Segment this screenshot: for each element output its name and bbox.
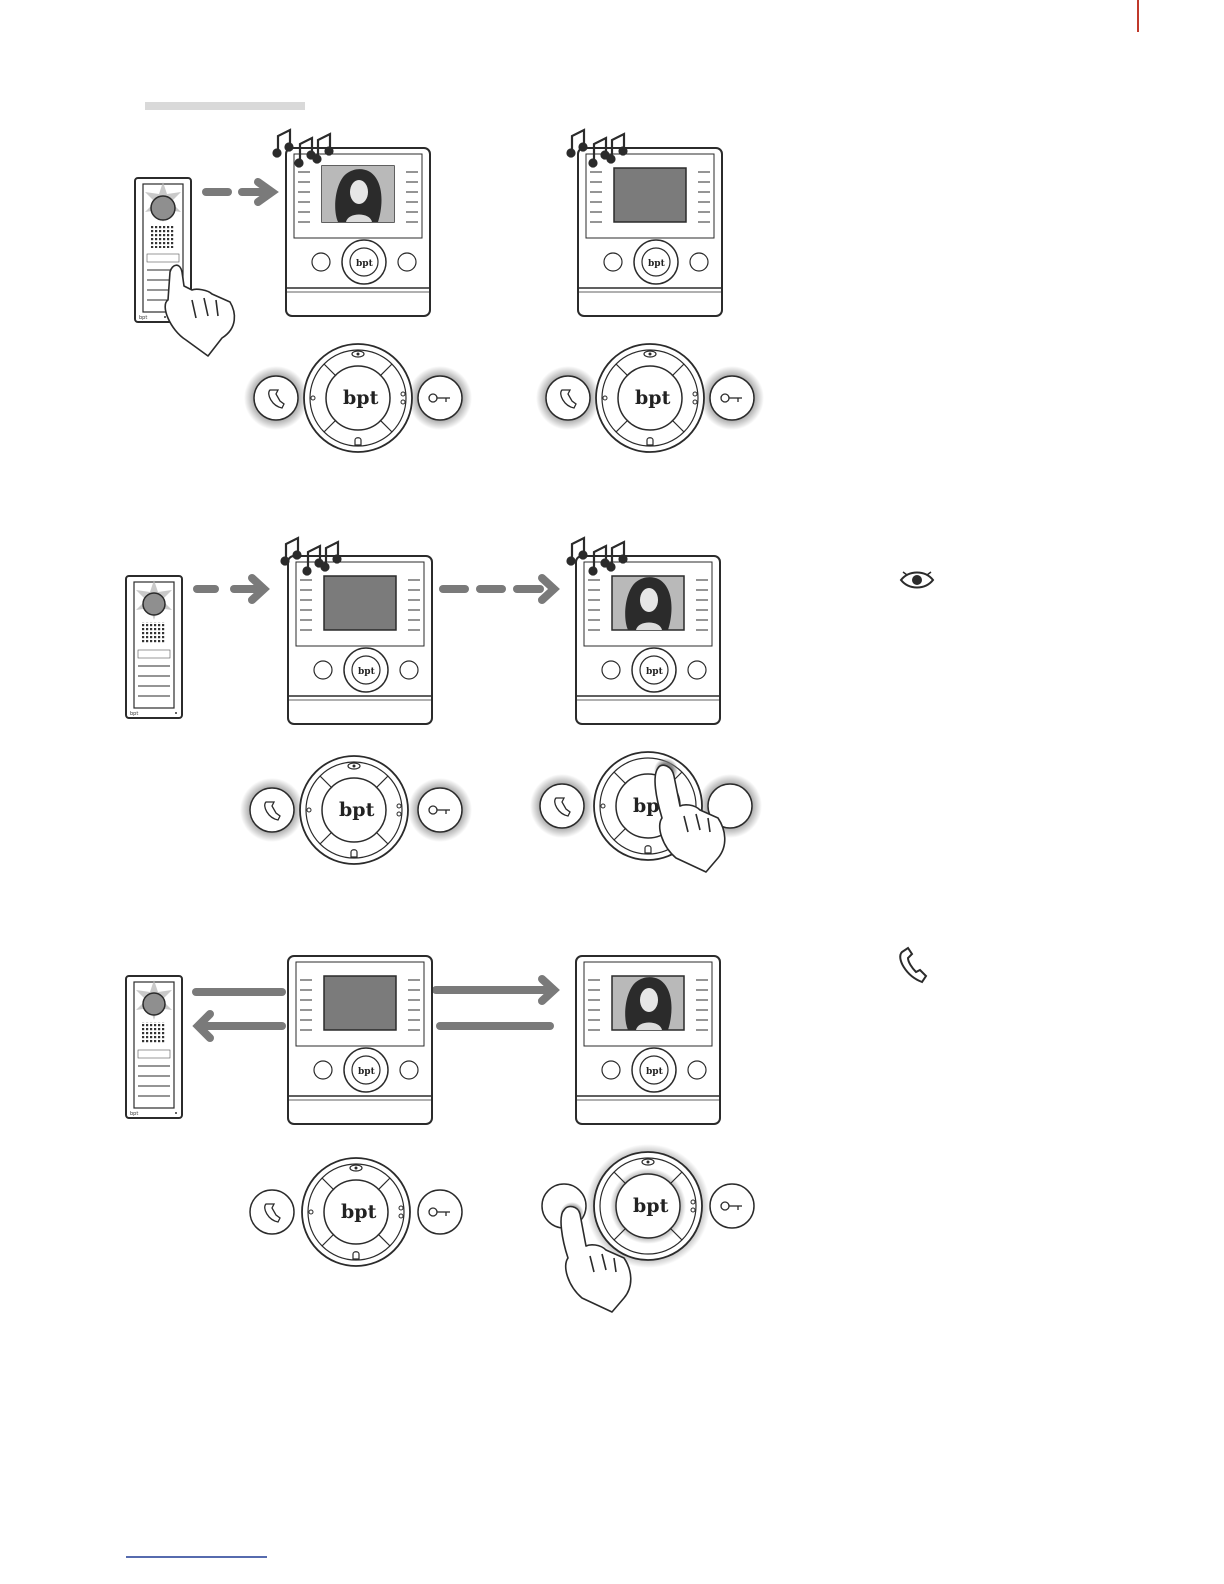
eye-icon bbox=[901, 572, 933, 588]
monitor-logo: bpt bbox=[358, 1067, 376, 1077]
video-monitor-off: bpt bbox=[288, 556, 432, 724]
handset-button bbox=[540, 784, 584, 828]
door-panel: bpt bbox=[126, 576, 182, 718]
video-monitor-off: bpt bbox=[578, 148, 722, 316]
camera-lens bbox=[151, 196, 175, 220]
handset-button bbox=[250, 1190, 294, 1234]
speaker-grille bbox=[142, 1022, 166, 1044]
video-monitor-off: bpt bbox=[288, 956, 432, 1124]
keypad-logo: bpt bbox=[343, 387, 379, 409]
person-image bbox=[322, 166, 394, 222]
control-keypad: bpt bbox=[536, 344, 764, 452]
dashed-arrow bbox=[197, 578, 264, 600]
control-keypad: bpt bbox=[530, 752, 762, 872]
handset-button bbox=[546, 376, 590, 420]
control-keypad: bpt bbox=[542, 1144, 754, 1312]
monitor-logo: bpt bbox=[646, 1067, 664, 1077]
handset-icon bbox=[900, 948, 926, 982]
solid-arrow-left bbox=[198, 1014, 282, 1038]
control-keypad: bpt bbox=[244, 344, 472, 452]
header-bar bbox=[145, 102, 305, 110]
speaker-grille bbox=[142, 622, 166, 644]
scene-auto-on: bpt bbox=[126, 538, 933, 872]
monitor-logo: bpt bbox=[646, 667, 664, 677]
keypad-logo: bpt bbox=[633, 1195, 669, 1217]
dashed-arrow bbox=[206, 182, 272, 202]
keypad-logo: bpt bbox=[339, 799, 375, 821]
pointing-hand-icon bbox=[165, 265, 234, 356]
panel-logo: bpt bbox=[130, 1111, 138, 1117]
control-keypad: bpt bbox=[240, 756, 472, 864]
handset-button bbox=[254, 376, 298, 420]
panel-logo: bpt bbox=[139, 315, 147, 321]
panel-logo: bpt bbox=[130, 711, 138, 717]
solid-arrow-right bbox=[436, 979, 554, 1001]
control-keypad: bpt bbox=[250, 1158, 462, 1266]
video-monitor-on: bpt bbox=[576, 556, 720, 724]
dashed-arrow bbox=[443, 578, 554, 600]
video-monitor-on: bpt bbox=[576, 956, 720, 1124]
screen-off bbox=[324, 976, 396, 1030]
keypad-logo: bpt bbox=[341, 1201, 377, 1223]
keypad-logo: bpt bbox=[635, 387, 671, 409]
screen-off bbox=[614, 168, 686, 222]
camera-lens bbox=[143, 593, 165, 615]
video-monitor-on: bpt bbox=[286, 148, 430, 316]
camera-lens bbox=[143, 993, 165, 1015]
speaker-grille bbox=[151, 226, 175, 248]
scene-incoming-call: bpt bbox=[135, 130, 764, 452]
monitor-logo: bpt bbox=[648, 259, 666, 269]
monitor-logo: bpt bbox=[358, 667, 376, 677]
door-panel: bpt bbox=[126, 976, 182, 1118]
screen-off bbox=[324, 576, 396, 630]
monitor-logo: bpt bbox=[356, 259, 374, 269]
handset-button bbox=[250, 788, 294, 832]
scene-answer-call: bpt bbox=[126, 948, 926, 1312]
